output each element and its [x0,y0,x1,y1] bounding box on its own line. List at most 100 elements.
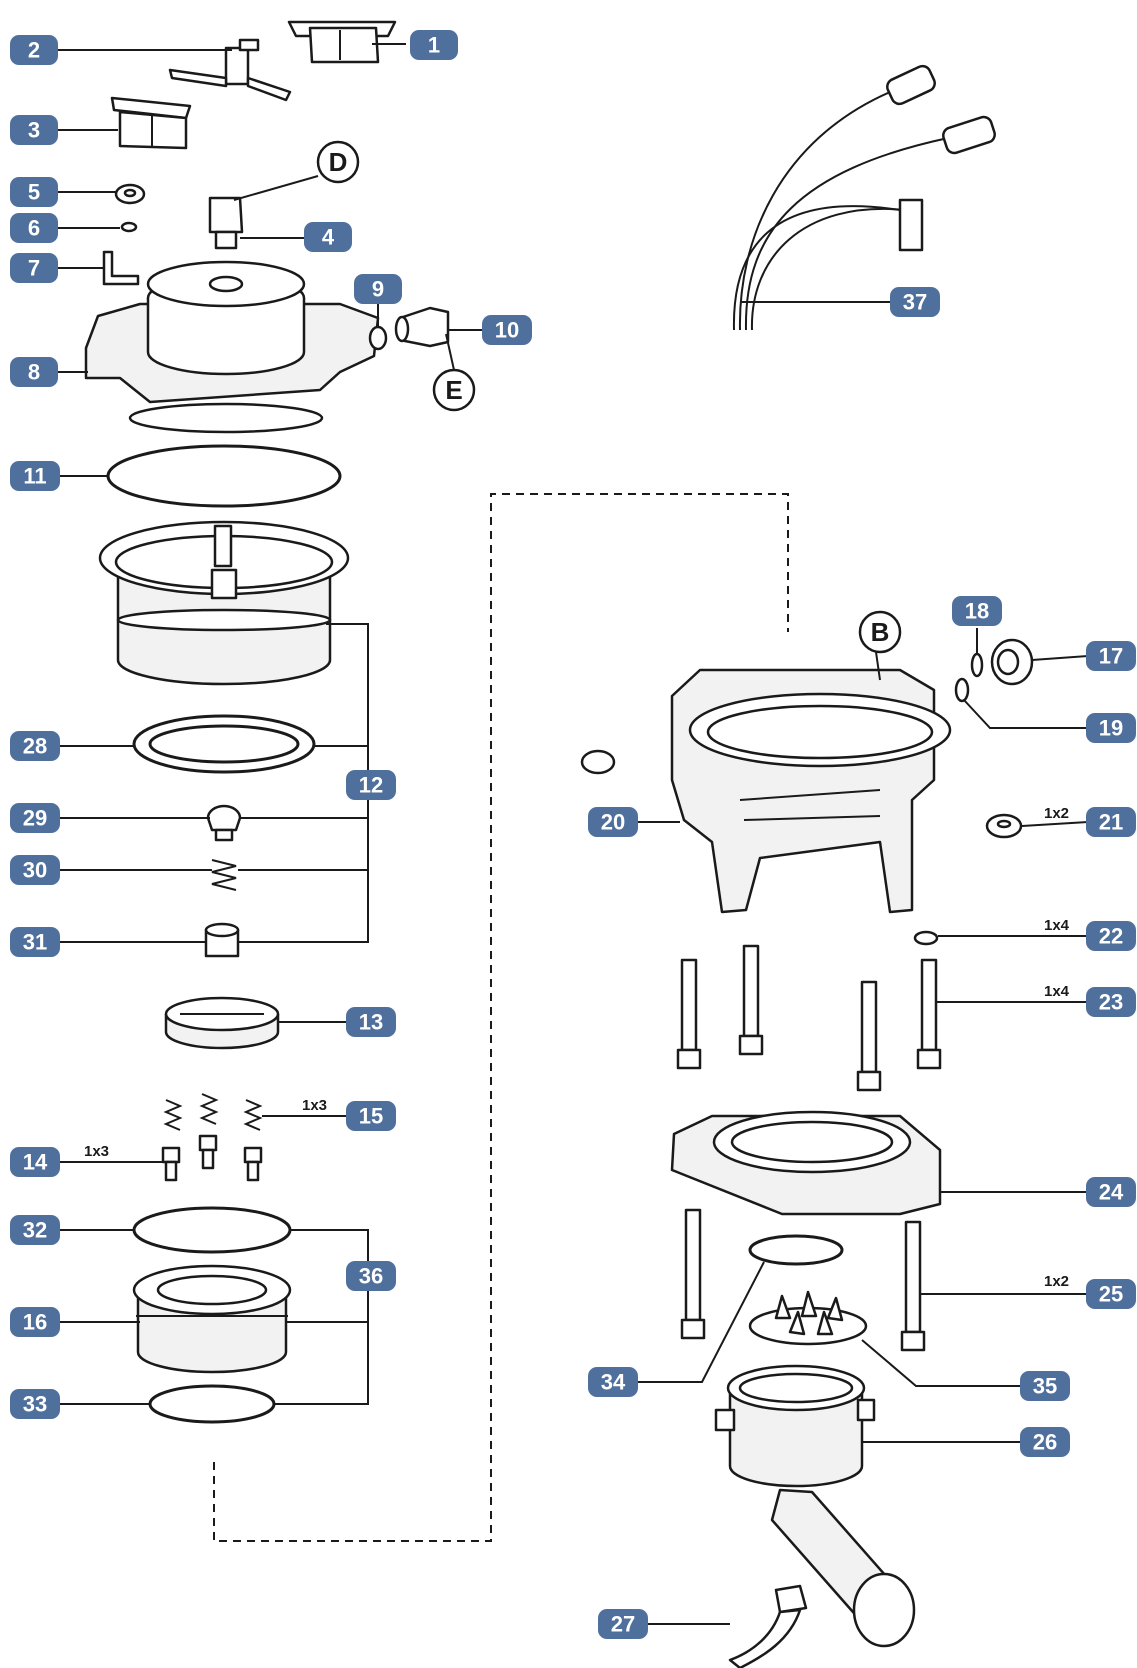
badge-18: 18 [952,596,1002,626]
badge-20: 20 [588,807,638,837]
part-19-drawing [954,677,970,703]
qty-21: 1x2 [1044,805,1069,822]
part-16-drawing [132,1264,292,1374]
badge-4: 4 [304,222,352,252]
badge-37: 37 [890,287,940,317]
qty-23: 1x4 [1044,983,1070,1000]
part-8-drawing [84,260,380,434]
part-35-drawing [748,1290,868,1346]
badge-19: 19 [1086,713,1136,743]
part-21-nut-left-drawing [580,749,616,775]
badge-8: 8 [10,357,58,387]
part-9-drawing [368,325,388,351]
part-30-drawing [211,859,237,891]
badge-21-label: 21 [1099,810,1123,835]
part-20-drawing [670,668,952,914]
callout-b: B [858,610,902,654]
badge-11-label: 11 [23,464,46,489]
badge-28-label: 28 [23,734,47,759]
qty-14: 1x3 [84,1143,109,1160]
part-13-drawing [164,996,280,1050]
badge-35: 35 [1020,1371,1070,1401]
badge-8-label: 8 [28,360,40,385]
part-24-drawing [670,1110,942,1216]
badge-22: 22 [1086,921,1136,951]
badge-26: 26 [1020,1427,1070,1457]
badge-13: 13 [346,1007,396,1037]
badge-9-label: 9 [372,277,384,302]
qty-25: 1x2 [1044,1273,1069,1290]
badge-37-label: 37 [903,290,927,315]
part-29-drawing [206,804,242,842]
part-10-drawing [394,306,450,348]
part-2-drawing [168,38,292,102]
part-6-drawing [120,221,138,233]
part-14-drawing [161,1134,263,1182]
badge-34: 34 [588,1367,638,1397]
badge-5: 5 [10,177,58,207]
badge-10: 10 [482,315,532,345]
badge-18-label: 18 [965,599,989,624]
part-12-drawing [98,520,350,686]
badge-24-label: 24 [1099,1180,1124,1205]
callout-e: E [432,368,476,412]
badge-23-label: 23 [1099,990,1123,1015]
badge-29-label: 29 [23,806,47,831]
badge-29: 29 [10,803,60,833]
callout-d-label: D [329,147,348,177]
badge-3-label: 3 [28,118,40,143]
part-17-drawing [990,638,1034,686]
badge-14: 14 [10,1147,60,1177]
badge-10-label: 10 [495,318,519,343]
part-23-drawing [676,944,942,1092]
part-5-drawing [114,183,146,205]
badge-16-label: 16 [23,1310,47,1335]
badge-36-label: 36 [359,1264,383,1289]
badge-19-label: 19 [1099,716,1123,741]
badge-36: 36 [346,1261,396,1291]
part-31-drawing [204,922,240,958]
badge-34-label: 34 [601,1370,626,1395]
badge-13-label: 13 [359,1010,383,1035]
part-32-drawing [132,1206,292,1254]
badge-1-label: 1 [428,33,440,58]
badge-20-label: 20 [601,810,625,835]
badge-25-label: 25 [1099,1282,1123,1307]
part-27-drawing [728,1584,808,1668]
badge-31-label: 31 [23,930,47,955]
badge-14-label: 14 [23,1150,48,1175]
badge-7: 7 [10,253,58,283]
qty-22: 1x4 [1044,917,1070,934]
badge-12: 12 [346,770,396,800]
badge-23: 23 [1086,987,1136,1017]
callout-b-label: B [871,617,890,647]
badge-26-label: 26 [1033,1430,1057,1455]
badge-3: 3 [10,115,58,145]
badge-7-label: 7 [28,256,40,281]
badge-9: 9 [354,274,402,304]
part-25-drawing [680,1208,926,1352]
part-26-drawing [714,1364,916,1648]
badge-17-label: 17 [1099,644,1123,669]
badge-12-label: 12 [359,773,383,798]
dashed-connection-line [213,493,789,1542]
badge-4-label: 4 [322,225,335,250]
qty-15: 1x3 [302,1097,327,1114]
badge-30-label: 30 [23,858,47,883]
part-33-drawing [148,1384,276,1424]
part-21-drawing [985,813,1023,839]
callout-e-label: E [445,375,462,405]
badge-2: 2 [10,35,58,65]
badge-32-label: 32 [23,1218,47,1243]
badge-31: 31 [10,927,60,957]
part-28-drawing [132,714,316,774]
callout-d: D [316,140,360,184]
part-7-drawing [102,250,140,286]
badge-32: 32 [10,1215,60,1245]
part-1-drawing [287,20,397,64]
badge-11: 11 [10,461,60,491]
badge-6-label: 6 [28,216,40,241]
badge-28: 28 [10,731,60,761]
part-11-drawing [106,444,342,508]
part-22-drawing [913,930,939,946]
